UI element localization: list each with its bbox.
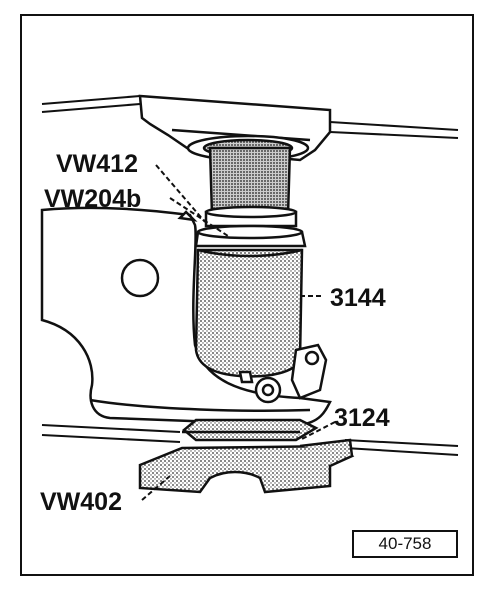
tool-vw402-base [138, 438, 355, 494]
callout-vw412: VW412 [56, 150, 138, 178]
tool-vw204b [194, 224, 307, 248]
vehicle-body-lines [41, 95, 459, 456]
subframe [40, 206, 332, 427]
callout-3124: 3124 [334, 404, 390, 432]
callout-vw402: VW402 [40, 488, 122, 516]
leader-lines [141, 164, 336, 501]
lower-bracket [238, 343, 328, 404]
figure-number: 40-758 [352, 530, 458, 558]
callout-3144: 3144 [330, 284, 386, 312]
tool-vw412 [204, 146, 298, 228]
part-3144-housing [194, 248, 304, 378]
part-3124-plate [182, 418, 319, 442]
callout-vw204b: VW204b [44, 185, 141, 213]
